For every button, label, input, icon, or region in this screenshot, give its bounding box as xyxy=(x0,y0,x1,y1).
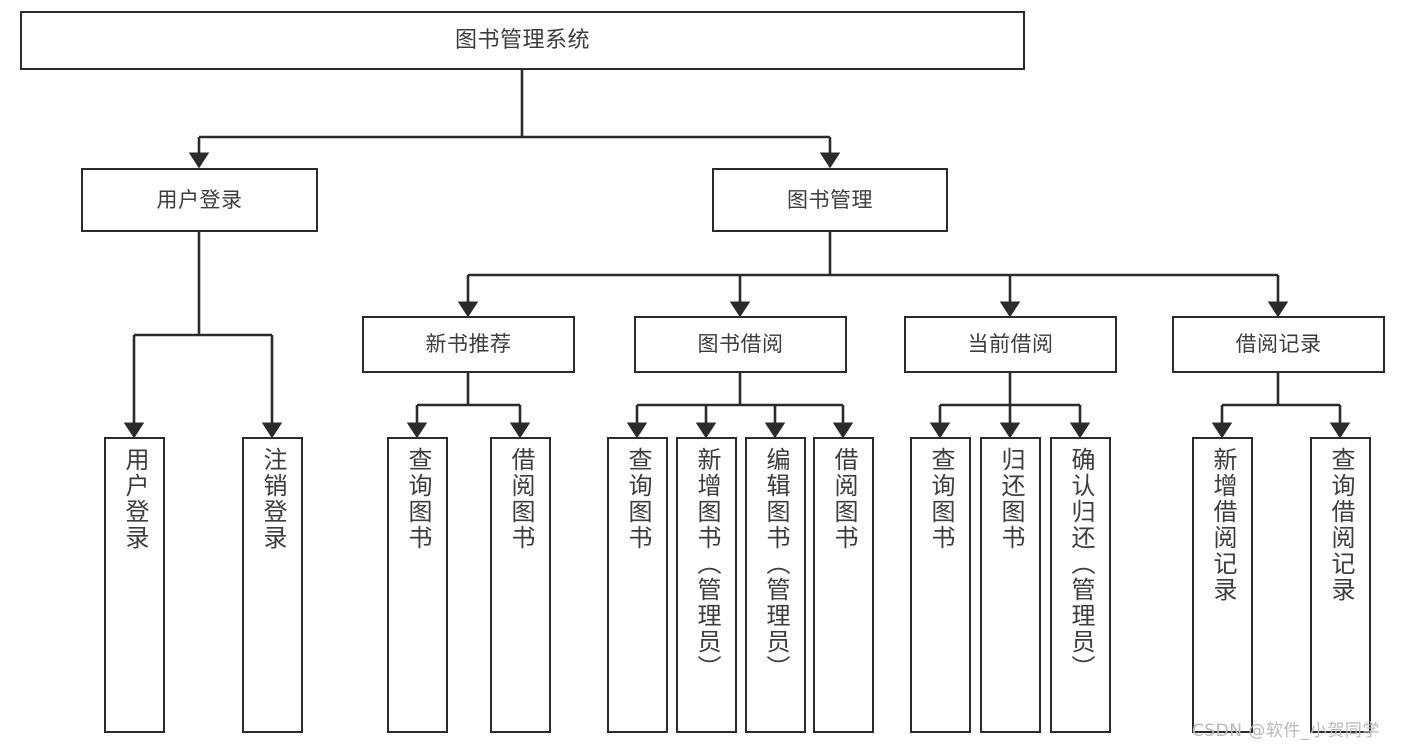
node-user-login-label: 用户登录 xyxy=(156,187,243,212)
leaf-label: 用户登录 xyxy=(120,447,149,551)
leaf-current-borrow-confirm-return[interactable]: 确认归还（管理员） xyxy=(1050,437,1111,733)
leaf-label: 借阅图书 xyxy=(506,447,535,551)
node-book-borrow-label: 图书借阅 xyxy=(697,332,784,357)
leaf-borrow-records-query-record[interactable]: 查询借阅记录 xyxy=(1310,437,1371,733)
leaf-user-login-logout[interactable]: 注销登录 xyxy=(242,437,303,733)
leaf-user-login-login[interactable]: 用户登录 xyxy=(104,437,165,733)
leaf-book-borrow-query-book[interactable]: 查询图书 xyxy=(607,437,668,733)
node-root-label: 图书管理系统 xyxy=(454,27,590,53)
leaf-label: 查询图书 xyxy=(403,447,432,551)
leaf-label: 注销登录 xyxy=(258,447,287,551)
leaf-label: 新增图书（管理员） xyxy=(692,447,721,681)
node-root[interactable]: 图书管理系统 xyxy=(20,11,1025,70)
leaf-label: 查询图书 xyxy=(926,447,955,551)
leaf-book-borrow-borrow-book[interactable]: 借阅图书 xyxy=(813,437,874,733)
leaf-label: 确认归还（管理员） xyxy=(1066,447,1095,681)
leaf-label: 借阅图书 xyxy=(829,447,858,551)
leaf-book-borrow-edit-book[interactable]: 编辑图书（管理员） xyxy=(745,437,806,733)
leaf-current-borrow-query-book[interactable]: 查询图书 xyxy=(910,437,971,733)
leaf-borrow-records-add-record[interactable]: 新增借阅记录 xyxy=(1192,437,1253,733)
node-user-login[interactable]: 用户登录 xyxy=(81,168,318,232)
node-book-borrow[interactable]: 图书借阅 xyxy=(634,316,847,373)
leaf-label: 查询图书 xyxy=(623,447,652,551)
leaf-label: 新增借阅记录 xyxy=(1208,447,1237,603)
leaf-label: 归还图书 xyxy=(996,447,1025,551)
leaf-current-borrow-return-book[interactable]: 归还图书 xyxy=(980,437,1041,733)
node-new-book-recommend[interactable]: 新书推荐 xyxy=(362,316,575,373)
leaf-label: 查询借阅记录 xyxy=(1326,447,1355,603)
leaf-new-books-query-book[interactable]: 查询图书 xyxy=(387,437,448,733)
leaf-book-borrow-add-book[interactable]: 新增图书（管理员） xyxy=(676,437,737,733)
leaf-label: 编辑图书（管理员） xyxy=(761,447,790,681)
node-new-book-recommend-label: 新书推荐 xyxy=(425,332,512,357)
node-borrow-records-label: 借阅记录 xyxy=(1235,332,1322,357)
node-book-management[interactable]: 图书管理 xyxy=(712,168,948,232)
node-borrow-records[interactable]: 借阅记录 xyxy=(1172,316,1385,373)
leaf-new-books-borrow-book[interactable]: 借阅图书 xyxy=(490,437,551,733)
node-book-management-label: 图书管理 xyxy=(787,187,873,212)
node-current-borrow[interactable]: 当前借阅 xyxy=(904,316,1117,373)
node-current-borrow-label: 当前借阅 xyxy=(967,332,1054,357)
